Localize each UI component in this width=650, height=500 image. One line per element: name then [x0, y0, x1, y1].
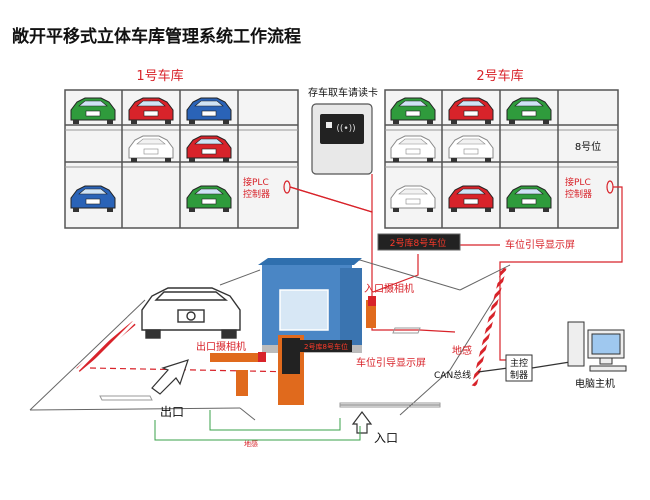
can-bus-label: CAN总线: [434, 369, 471, 381]
controller-pc-line: [531, 361, 571, 369]
can-bus-line: [477, 367, 509, 373]
slot-8-label: 8号位: [575, 140, 601, 153]
car-outline-icon: [390, 135, 436, 162]
red-wiring: [283, 174, 623, 361]
sedan-car: [141, 287, 241, 339]
toll-booth: [258, 258, 362, 353]
computer-icon: [567, 321, 627, 372]
plc2-line2: 控制器: [565, 188, 592, 200]
exit-camera-icon: [258, 352, 266, 362]
car-green-icon: [390, 97, 436, 124]
led-sign-caption: 车位引导显示屏: [505, 238, 575, 251]
hatched-rail-left: [76, 321, 136, 372]
plc1-line1: 接PLC: [243, 176, 269, 188]
entry-camera-label: 入口摄相机: [364, 282, 414, 295]
booth-led-board: 2号库8号车位: [300, 340, 352, 352]
led-guidance-sign: 2号库8号车位: [377, 233, 461, 251]
card-reader-label: 存车取车请读卡: [308, 86, 378, 99]
car-blue-icon: [186, 97, 232, 124]
car-blue-icon: [70, 185, 116, 212]
booth-led-text: 2号库8号车位: [304, 342, 348, 351]
car-green-icon: [70, 97, 116, 124]
car-outline-icon: [390, 185, 436, 212]
car-red-icon: [448, 97, 494, 124]
entry-camera-icon: [368, 296, 376, 306]
computer-label: 电脑主机: [575, 377, 615, 390]
exit-arrow-icon: [151, 359, 189, 395]
car-green-icon: [506, 185, 552, 212]
road-outline: [29, 259, 511, 421]
lane-divider: [89, 367, 301, 373]
entry-text: 入口: [374, 431, 398, 445]
hatched-rail-right: [471, 267, 507, 387]
loop-sensor-wires: [154, 410, 361, 441]
main-controller-line1: 主控: [510, 357, 528, 369]
garage1-cars: [70, 97, 232, 212]
booth-guidance-display: [278, 335, 304, 405]
main-controller-line2: 制器: [510, 369, 528, 381]
card-reader: ((•)): [311, 103, 373, 175]
car-red-icon: [128, 97, 174, 124]
page-title: 敞开平移式立体车库管理系统工作流程: [12, 26, 301, 47]
plc1-line2: 控制器: [243, 188, 270, 200]
garage2-cars: [390, 97, 552, 212]
led-sign-text: 2号库8号车位: [390, 237, 446, 249]
rfid-wave-icon: ((•)): [336, 124, 355, 134]
loop-sensor-bottom-label: 地感: [244, 439, 258, 448]
car-green-icon: [506, 97, 552, 124]
car-red-icon: [448, 185, 494, 212]
loop-sensor-right-label: 地感: [452, 344, 472, 357]
lane-markings: [99, 327, 441, 408]
garage1-label: 1号车库: [136, 68, 183, 84]
car-outline-icon: [448, 135, 494, 162]
garage2-label: 2号车库: [476, 68, 523, 84]
car-outline-icon: [128, 135, 174, 162]
exit-barrier: [210, 353, 260, 396]
exit-text: 出口: [160, 405, 184, 419]
main-controller: 主控 制器: [505, 354, 533, 382]
car-green-icon: [186, 185, 232, 212]
guide-display-lower-label: 车位引导显示屏: [356, 356, 426, 369]
entry-arrow-icon: [351, 411, 373, 434]
entry-barrier: [366, 300, 376, 328]
car-red-icon: [186, 135, 232, 162]
exit-camera-label: 出口摄相机: [196, 340, 246, 353]
plc2-line1: 接PLC: [565, 176, 591, 188]
